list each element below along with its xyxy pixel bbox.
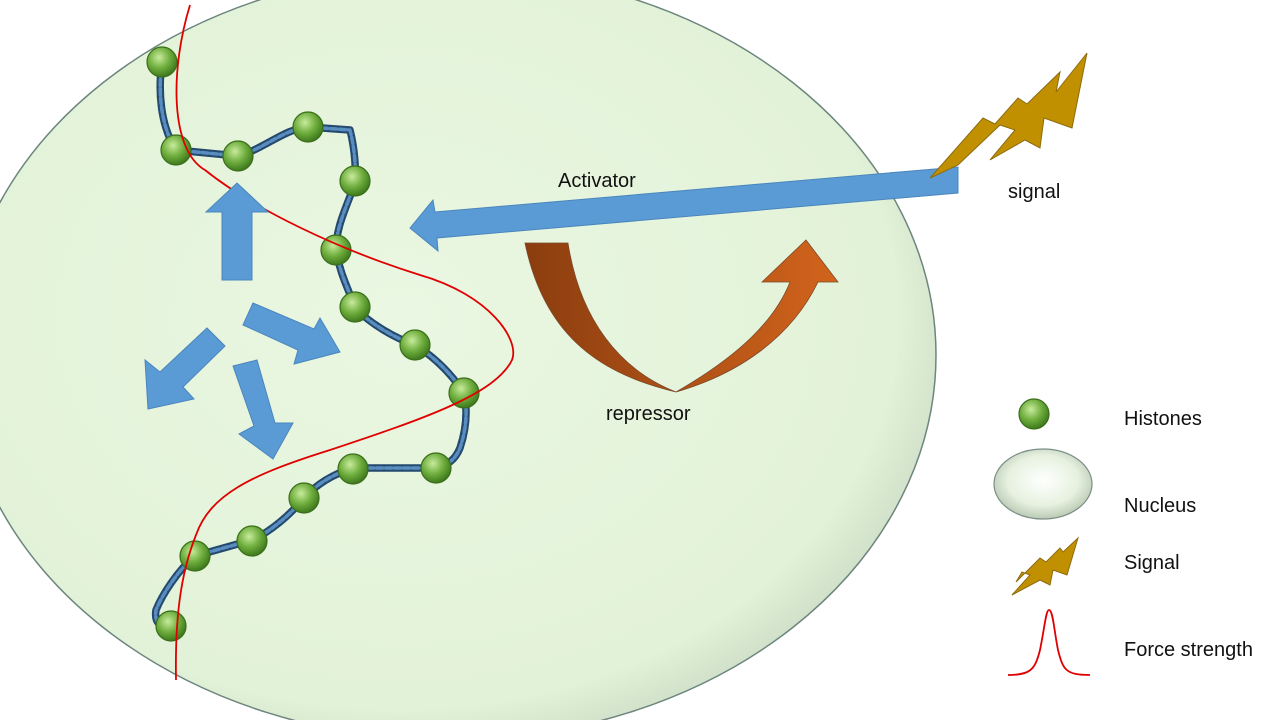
legend-force-curve-icon	[1007, 609, 1091, 676]
legend-nucleus-icon	[993, 448, 1093, 520]
activator-arrow	[409, 166, 959, 253]
histone	[337, 453, 369, 485]
histone	[339, 291, 371, 323]
signal-label: signal	[1008, 181, 1061, 203]
legend-histones-label: Histones	[1124, 408, 1202, 430]
histone	[288, 482, 320, 514]
histone	[179, 540, 211, 572]
repressor-label: repressor	[606, 403, 691, 425]
signal-bolt	[929, 52, 1088, 179]
histone	[339, 165, 371, 197]
force-arrow-up	[204, 182, 270, 281]
force-arrow-down	[232, 359, 294, 460]
histone	[155, 610, 187, 642]
histone	[146, 46, 178, 78]
legend-force-strength-label: Force strength	[1124, 639, 1253, 661]
force-strength-curve	[174, 4, 515, 681]
repressor-arrow	[524, 239, 839, 393]
legend-histone-icon	[1018, 398, 1050, 430]
legend-nucleus-label: Nucleus	[1124, 495, 1197, 517]
force-arrow-right	[242, 302, 341, 365]
force-arrow-down-left	[144, 327, 226, 410]
histone	[448, 377, 480, 409]
histone	[420, 452, 452, 484]
histone	[399, 329, 431, 361]
activator-label: Activator	[558, 170, 636, 192]
histone	[222, 140, 254, 172]
legend-signal-icon	[1011, 536, 1080, 596]
force-arrows	[144, 182, 341, 460]
legend-signal-label: Signal	[1124, 552, 1180, 574]
histone	[292, 111, 324, 143]
nucleus-shape	[0, 0, 937, 720]
histone	[236, 525, 268, 557]
